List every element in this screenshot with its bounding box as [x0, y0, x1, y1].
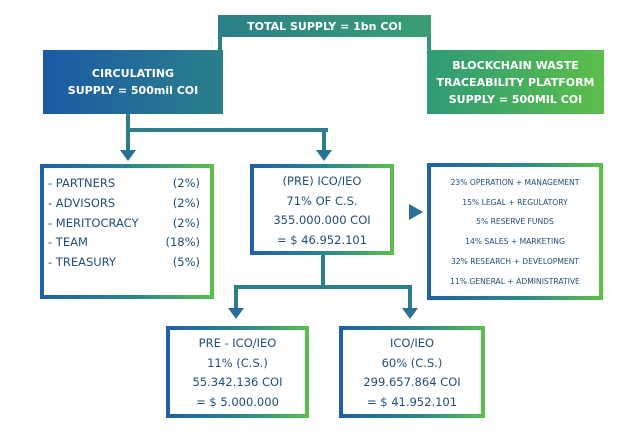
ico-line: 355.000.000 COI	[273, 213, 371, 227]
allocation-label: - ADVISORS	[48, 195, 116, 210]
connector	[322, 128, 326, 154]
pre-ico-line: = $ 5.000.000	[196, 394, 279, 409]
ico-line: = $ 46.952.101	[276, 232, 368, 247]
allocation-row: - TREASURY (5%)	[44, 253, 210, 273]
allocation-label: - PARTNERS	[48, 176, 116, 190]
arrow-down-icon	[120, 150, 136, 161]
allocation-pct: (2%)	[172, 195, 200, 210]
arrow-down-icon	[228, 308, 244, 319]
allocation-row: - MERITOCRACY (2%)	[44, 214, 210, 234]
pre-ico-line: PRE - ICO/IEO	[198, 336, 277, 350]
ico-line: 71% OF C.S.	[286, 193, 358, 208]
connector	[408, 285, 412, 311]
arrow-down-icon	[316, 150, 332, 161]
platform-use-item: 23% OPERATION + MANAGEMENT	[450, 178, 580, 187]
arrow-right-icon	[409, 204, 423, 220]
allocation-row: - ADVISORS (2%)	[44, 194, 210, 214]
circulating-line: SUPPLY = 500mil COI	[67, 84, 199, 97]
allocation-label: - MERITOCRACY	[48, 215, 139, 230]
allocation-row: - TEAM (18%)	[44, 233, 210, 253]
ico-ieo-line: ICO/IEO	[389, 336, 435, 350]
platform-use-item: 14% SALES + MARKETING	[465, 237, 565, 247]
circulating-supply-box: CIRCULATING SUPPLY = 500mil COI	[43, 50, 223, 114]
connector	[321, 255, 325, 289]
connector	[234, 285, 412, 289]
allocation-pct: (2%)	[172, 215, 200, 230]
ico-box: (PRE) ICO/IEO 71% OF C.S. 355.000.000 CO…	[250, 164, 394, 255]
circulating-line: CIRCULATING	[91, 67, 175, 80]
allocation-pct: (5%)	[172, 255, 200, 270]
platform-use-item: 32% RESEARCH + DEVELOPMENT	[450, 256, 580, 266]
arrow-down-icon	[402, 308, 418, 319]
platform-uses-box: 23% OPERATION + MANAGEMENT 15% LEGAL + R…	[427, 163, 603, 300]
allocation-pct: (18%)	[165, 235, 200, 250]
pre-ico-line: 11% (C.S.)	[207, 355, 268, 370]
connector	[234, 285, 238, 311]
allocation-label: - TREASURY	[48, 255, 116, 270]
connector	[126, 128, 328, 132]
allocation-pct: (2%)	[172, 176, 200, 190]
ico-ieo-line: 60% (C.S.)	[381, 355, 443, 370]
ico-ieo-line: 299.657.864 COI	[363, 375, 461, 389]
blockchain-line: TRACEABILITY PLATFORM	[436, 75, 595, 89]
pre-ico-line: 55.342.136 COI	[192, 375, 283, 389]
allocations-box: - PARTNERS (2%) - ADVISORS (2%) - MERITOCR…	[40, 164, 214, 299]
blockchain-line: BLOCKCHAIN WASTE	[452, 58, 579, 72]
pre-ico-box: PRE - ICO/IEO 11% (C.S.) 55.342.136 COI …	[166, 326, 309, 418]
ico-ieo-line: = $ 41.952.101	[366, 394, 458, 409]
blockchain-supply-box: BLOCKCHAIN WASTE TRACEABILITY PLATFORM S…	[427, 50, 604, 114]
total-supply-label: TOTAL SUPPLY = 1bn COI	[247, 19, 402, 33]
total-supply-header: TOTAL SUPPLY = 1bn COI	[218, 15, 431, 37]
allocation-row: - PARTNERS (2%)	[44, 174, 210, 194]
ico-ieo-box: ICO/IEO 60% (C.S.) 299.657.864 COI = $ 4…	[339, 326, 485, 418]
platform-use-item: 5% RESERVE FUNDS	[476, 217, 554, 227]
allocation-label: - TEAM	[48, 235, 88, 250]
ico-line: (PRE) ICO/IEO	[282, 174, 362, 188]
blockchain-line: SUPPLY = 500MIL COI	[448, 92, 583, 106]
platform-use-item: 11% GENERAL + ADMINISTRATIVE	[450, 276, 580, 286]
platform-use-item: 15% LEGAL + REGULATORY	[462, 197, 568, 207]
connector	[126, 114, 130, 154]
